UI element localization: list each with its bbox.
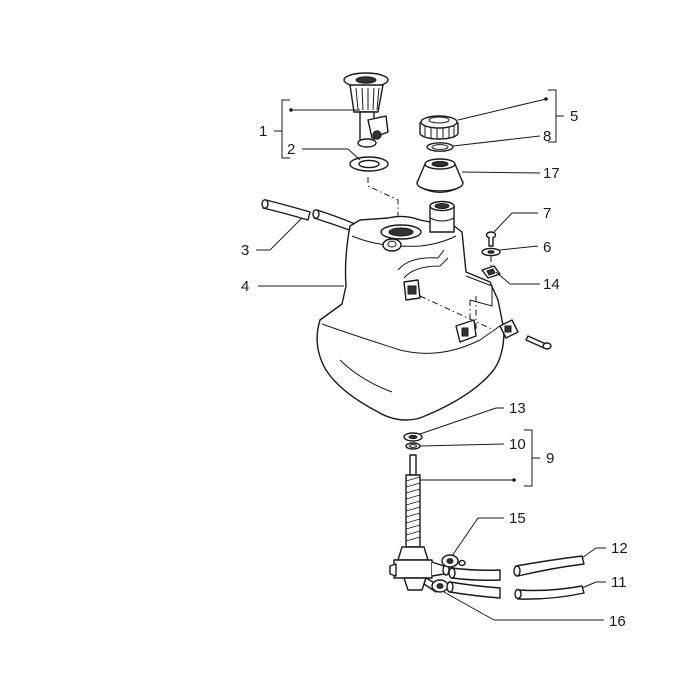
screw [485, 231, 497, 247]
side-clip-and-bolt [499, 319, 552, 350]
callout-5: 5 [570, 108, 578, 125]
sender-gasket [349, 156, 389, 172]
callout-10: 10 [509, 436, 526, 453]
washer [481, 247, 501, 257]
breather-hoses [261, 199, 356, 232]
callout-7: 7 [543, 205, 551, 222]
filler-neck-cover [416, 158, 464, 193]
o-ring [405, 442, 421, 450]
rubber-mount [481, 265, 501, 279]
callout-13: 13 [509, 400, 526, 417]
callout-15: 15 [509, 510, 526, 527]
callout-12: 12 [611, 540, 628, 557]
callout-16: 16 [609, 613, 626, 630]
callout-17: 17 [543, 165, 560, 182]
callout-11: 11 [611, 574, 627, 591]
callout-4: 4 [241, 278, 249, 295]
vacuum-hose [514, 585, 585, 600]
callout-8: 8 [543, 128, 551, 145]
callout-6: 6 [543, 239, 551, 256]
hose-clip-lower [431, 579, 449, 593]
fuel-cap [419, 115, 459, 140]
fuel-sender-unit [343, 72, 389, 148]
callout-14: 14 [543, 276, 560, 293]
callout-9: 9 [546, 450, 554, 467]
cap-seal-ring [426, 142, 454, 152]
callout-3: 3 [241, 242, 249, 259]
leader-lines [256, 89, 606, 621]
sender-assembly-axis [367, 177, 399, 226]
fuel-tap-assembly [389, 454, 450, 593]
callout-labels: 1 2 3 4 5 6 7 8 9 10 11 12 13 14 15 16 1… [241, 108, 628, 630]
fuel-tank [316, 200, 505, 421]
outlet-seal [403, 432, 423, 442]
callout-1: 1 [259, 123, 267, 140]
hose-clip-upper [441, 554, 466, 568]
callout-2: 2 [287, 141, 295, 158]
tap-connector-hoses [446, 567, 501, 599]
fuel-hose [513, 555, 585, 577]
